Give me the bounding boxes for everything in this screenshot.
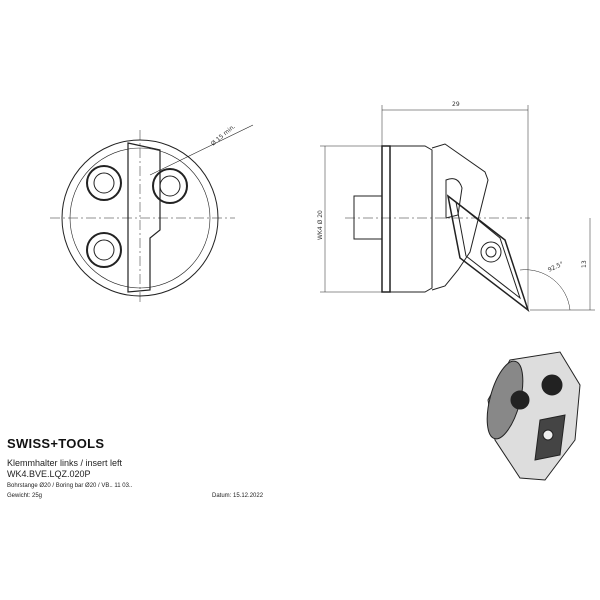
description: Klemmhalter links / insert left — [7, 458, 123, 468]
brand-logo: SWISS+TOOLS — [7, 436, 105, 451]
front-view: Ø 15 min. — [50, 123, 254, 305]
isometric-view — [486, 351, 581, 481]
side-view: 29 WK4 Ø 20 13 92.5° — [317, 101, 595, 313]
date: Datum: 15.12.2022 — [212, 493, 264, 499]
dim-height: 13 — [581, 260, 588, 268]
dim-front-diameter: Ø 15 min. — [210, 123, 237, 147]
dim-angle: 92.5° — [547, 261, 565, 274]
dim-body-diameter: WK4 Ø 20 — [317, 210, 324, 240]
dim-length: 29 — [452, 101, 460, 108]
bar-info: Bohrstange Ø20 / Boring bar Ø20 / VB.. 1… — [7, 483, 133, 489]
weight: Gewicht: 25g — [7, 493, 43, 499]
part-number: WK4.BVE.LQZ.020P — [7, 469, 91, 479]
